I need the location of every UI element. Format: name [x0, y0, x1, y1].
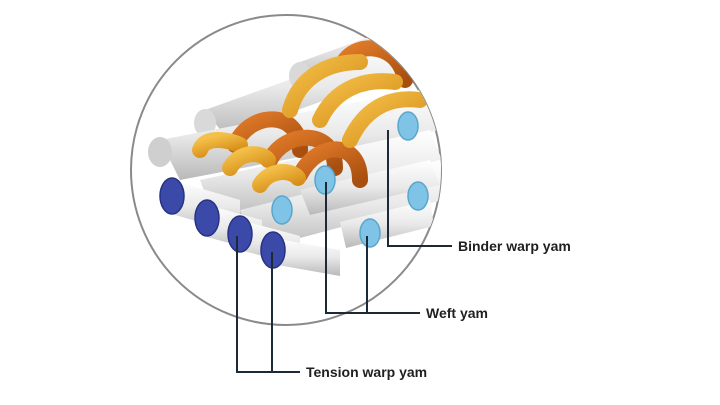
weft-label: Weft yam — [426, 305, 488, 321]
binder-warp-yellow — [192, 54, 428, 193]
weft-end-3 — [397, 111, 419, 141]
tension-warp-label: Tension warp yam — [306, 364, 427, 380]
weft-leader — [325, 182, 420, 314]
weft-end-1 — [271, 195, 293, 225]
leader-lines — [236, 130, 452, 373]
weft-ends — [271, 111, 429, 248]
tension-end-3 — [227, 215, 253, 253]
weft-end-4 — [359, 218, 381, 248]
binder-warp-label: Binder warp yam — [458, 238, 571, 254]
tension-warp-ends — [159, 177, 286, 269]
weave-structure — [148, 15, 441, 276]
tension-leader — [236, 236, 300, 373]
tension-end-2 — [194, 199, 220, 237]
weft-end-5 — [407, 181, 429, 211]
binder-leader — [387, 130, 452, 247]
tension-end-1 — [159, 177, 185, 215]
